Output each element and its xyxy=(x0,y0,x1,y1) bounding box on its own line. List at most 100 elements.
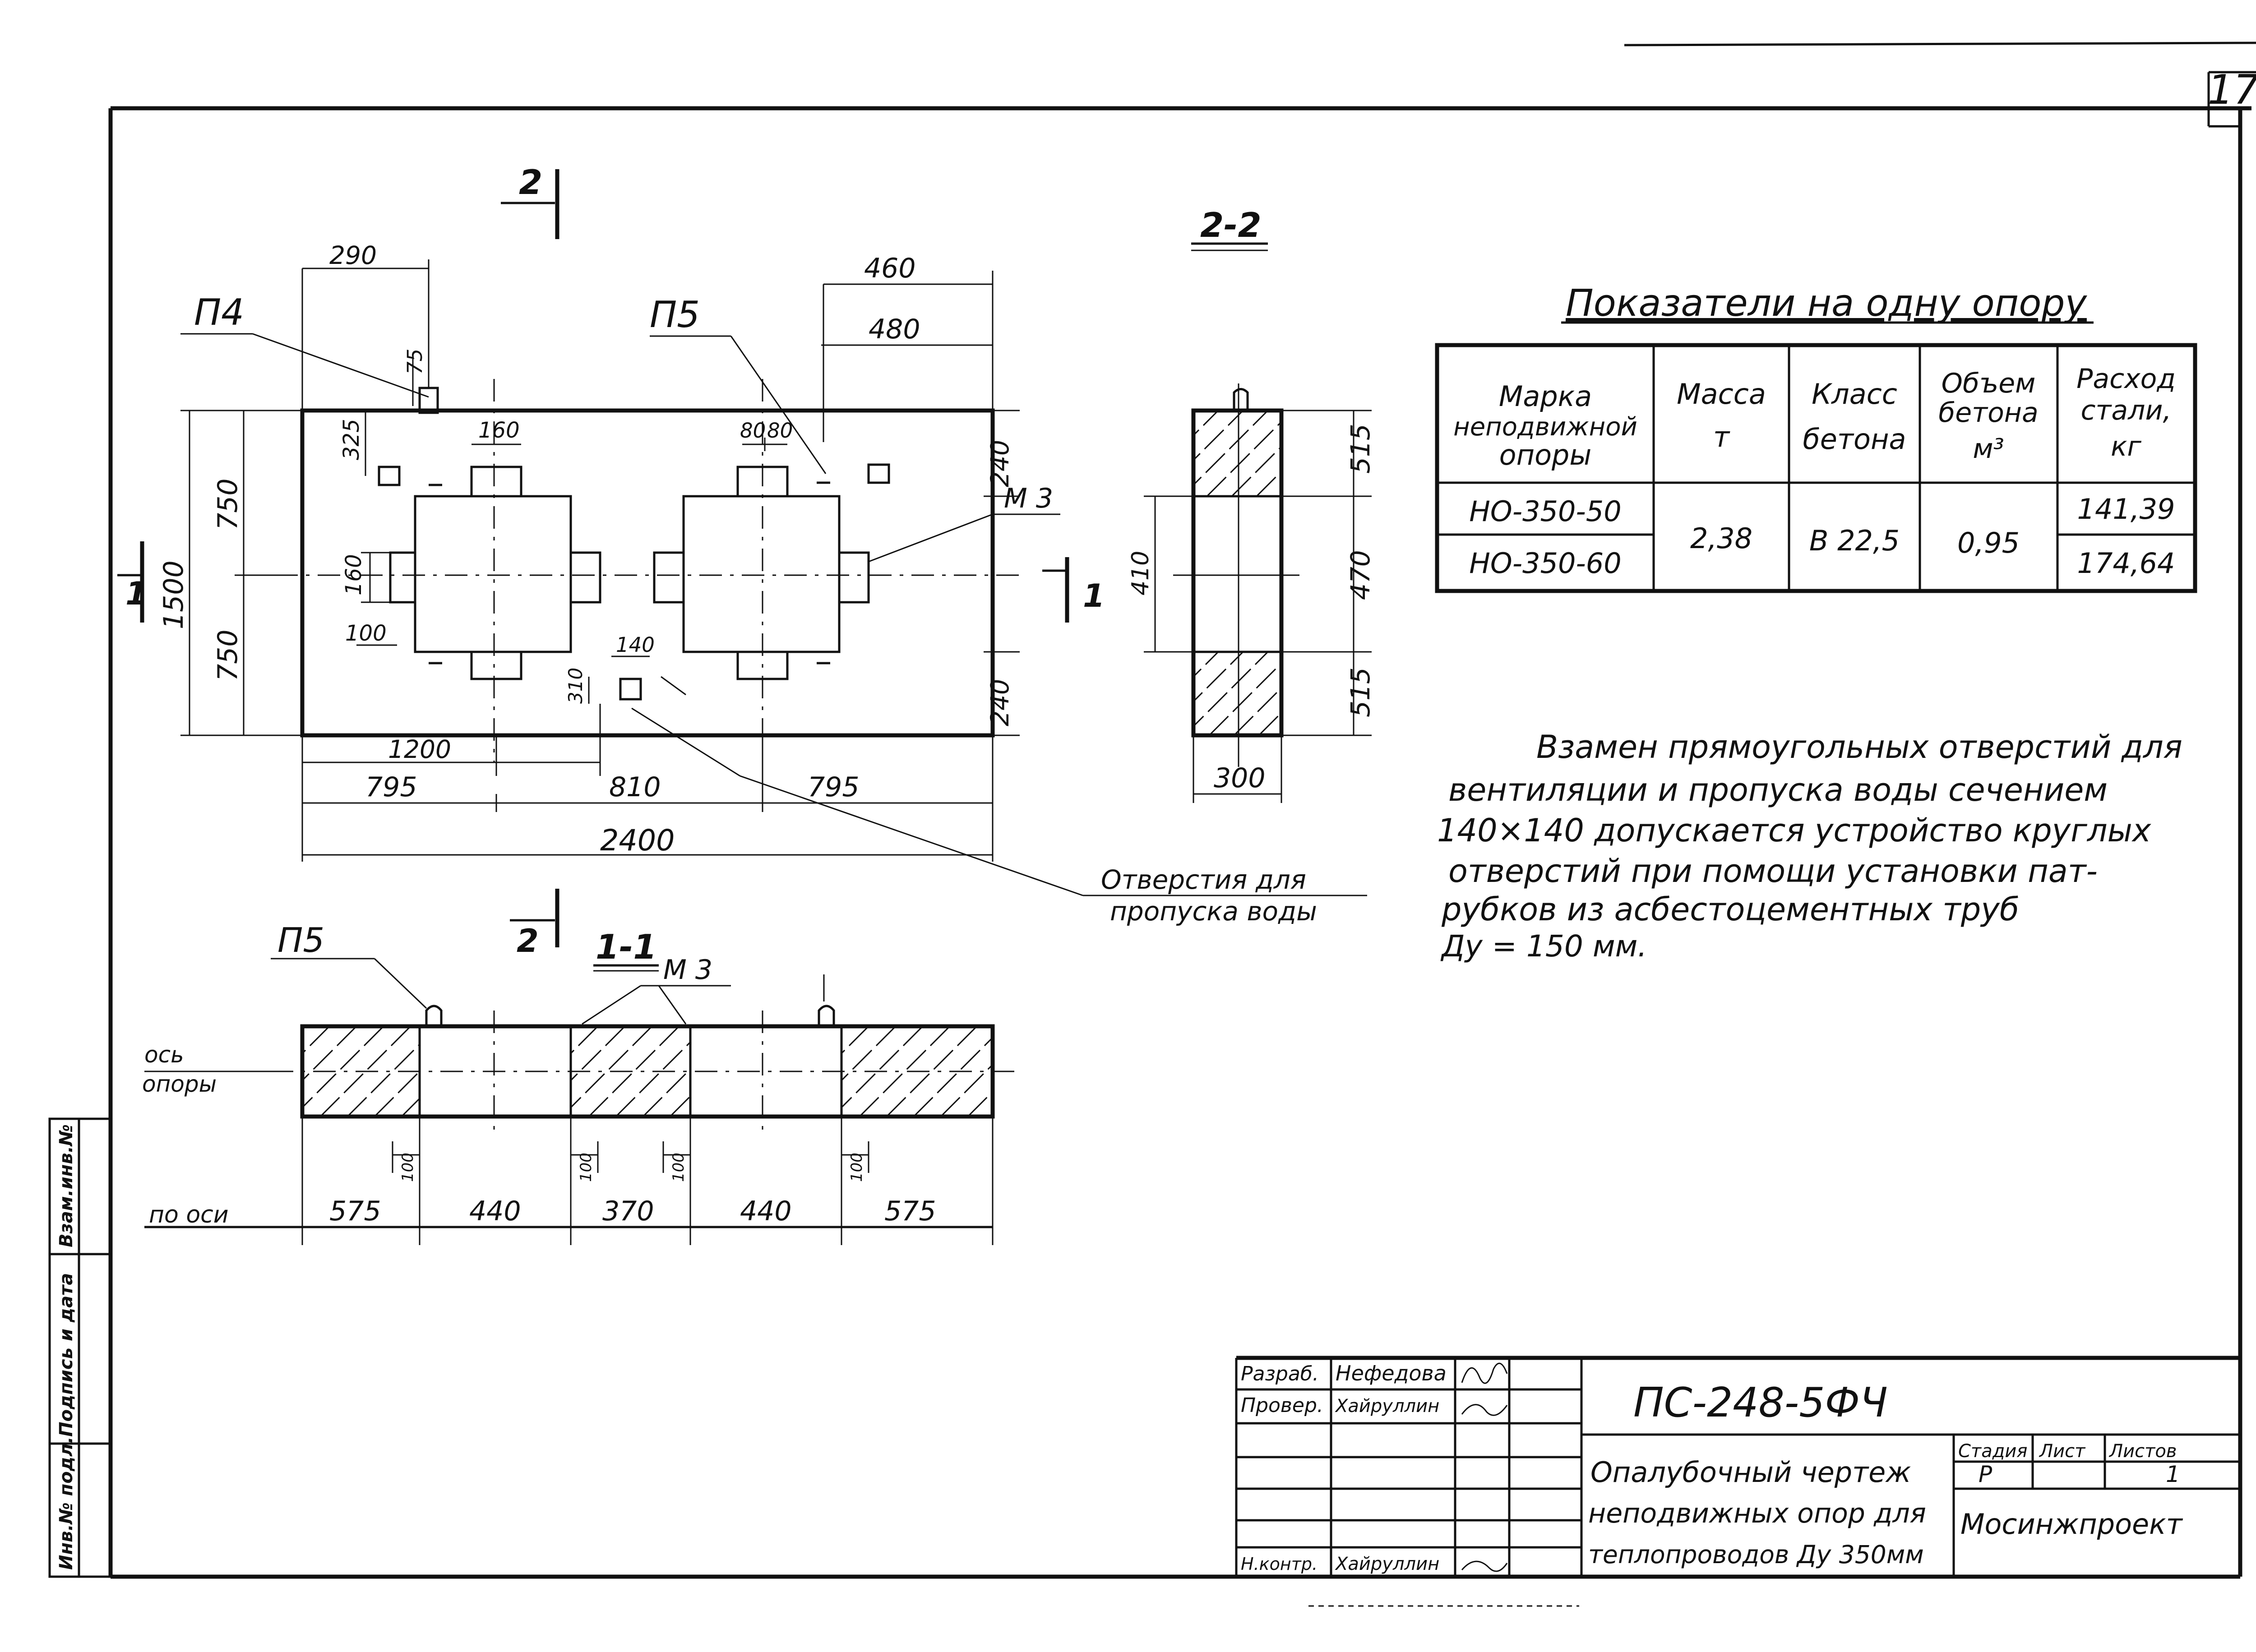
sheet-frame xyxy=(108,42,2256,1579)
header-volume-3: м³ xyxy=(1973,433,2004,465)
note-line-1: Взамен прямоугольных отверстий для xyxy=(1536,729,2182,766)
side-stamp xyxy=(48,1117,112,1578)
header-class-2: бетона xyxy=(1803,423,1906,456)
spec-table xyxy=(1435,343,2197,593)
dim-750-top: 750 xyxy=(212,478,244,530)
row1-mark: НО-350-50 xyxy=(1469,495,1621,528)
role-normcontrol: Н.контр. xyxy=(1241,1554,1318,1574)
dim-160-left: 160 xyxy=(341,554,366,595)
header-volume-1: Объем xyxy=(1942,368,2036,399)
stamp-sign-label: Подпись и дата xyxy=(56,1273,77,1437)
dim-100: 100 xyxy=(345,621,387,646)
dim-100-b: 100 xyxy=(577,1153,595,1182)
dim-480: 480 xyxy=(869,314,920,345)
section-1-1-hatch xyxy=(302,1026,993,1117)
section11-callout-m3: М 3 xyxy=(663,954,712,986)
dim-140: 140 xyxy=(616,633,655,657)
note-line-6: Ду = 150 мм. xyxy=(1440,929,1647,964)
header-mark-1: Марка xyxy=(1499,380,1592,413)
signatures xyxy=(1461,1362,1508,1572)
dim-460: 460 xyxy=(864,253,916,284)
description-line-2: неподвижных опор для xyxy=(1588,1498,1926,1529)
dim-300: 300 xyxy=(1214,762,1266,794)
header-steel-1: Расход xyxy=(2076,363,2176,395)
header-steel-3: кг xyxy=(2111,431,2141,462)
section-2-2-hatch xyxy=(1193,411,1281,735)
note-line-4: отверстий при помощи установки пат- xyxy=(1448,853,2098,890)
cell-class: В 22,5 xyxy=(1809,524,1900,557)
organization: Мосинжпроект xyxy=(1960,1508,2183,1541)
header-steel-2: стали, xyxy=(2080,395,2171,426)
dim-80-a: 80 xyxy=(740,419,766,443)
section-mark-2-bottom: 2 xyxy=(517,923,539,960)
dim-100-c: 100 xyxy=(670,1153,688,1182)
note-line-2: вентиляции и пропуска воды сечением xyxy=(1448,771,2108,808)
section-2-2-title: 2-2 xyxy=(1200,205,1262,245)
dim-410: 410 xyxy=(1127,551,1154,595)
section-1-1 xyxy=(144,958,1020,1245)
header-mass-2: т xyxy=(1713,420,1730,453)
stamp-replace-label: Взам.инв.№ xyxy=(56,1124,77,1247)
section-2-2 xyxy=(1144,242,1372,803)
role-checker: Провер. xyxy=(1241,1394,1323,1417)
title-block xyxy=(1235,1356,2240,1607)
section-mark-2-top: 2 xyxy=(519,162,542,202)
description-line-3: теплопроводов Ду 350мм xyxy=(1588,1540,1924,1569)
name-checker: Хайруллин xyxy=(1335,1396,1439,1417)
cell-mass: 2,38 xyxy=(1690,522,1752,555)
dim-290: 290 xyxy=(329,241,377,270)
row2-steel: 174,64 xyxy=(2077,547,2175,580)
title-code: ПС-248-5ФЧ xyxy=(1633,1379,1888,1426)
name-normcontrol: Хайруллин xyxy=(1335,1554,1439,1574)
callout-p4: П4 xyxy=(194,291,244,333)
callout-p5: П5 xyxy=(650,294,700,336)
name-developer: Нефедова xyxy=(1336,1361,1447,1385)
sheets-header: Листов xyxy=(2108,1441,2177,1462)
dim-325: 325 xyxy=(339,419,364,460)
dim-240-bottom: 240 xyxy=(985,679,1014,726)
dim-795-left: 795 xyxy=(365,771,417,803)
dim-100-d: 100 xyxy=(848,1153,866,1182)
header-volume-2: бетона xyxy=(1938,397,2039,429)
dim-75: 75 xyxy=(403,349,427,374)
row1-steel: 141,39 xyxy=(2077,493,2175,526)
header-mark-2: неподвижной xyxy=(1453,412,1637,442)
header-class-1: Класс xyxy=(1812,378,1897,411)
axis-label-line-1: ось xyxy=(144,1042,184,1068)
dim-2400: 2400 xyxy=(600,824,675,858)
header-mass-1: Масса xyxy=(1677,378,1766,411)
dim-515-bottom: 515 xyxy=(1345,667,1376,717)
note-line-5: рубков из асбестоцементных труб xyxy=(1441,891,2019,928)
dim-810: 810 xyxy=(609,771,661,803)
dim-515-top: 515 xyxy=(1345,424,1376,474)
cell-volume: 0,95 xyxy=(1957,526,2020,559)
section-mark-1-left: 1 xyxy=(125,575,148,612)
plan-view xyxy=(117,169,1367,947)
role-developer: Разраб. xyxy=(1241,1362,1319,1385)
row2-mark: НО-350-60 xyxy=(1469,547,1621,580)
dim-240-top: 240 xyxy=(985,440,1014,487)
callout-m3: М 3 xyxy=(1004,483,1053,514)
dim-440-right: 440 xyxy=(740,1195,792,1227)
dim-80-b: 80 xyxy=(767,419,793,443)
section-1-1-title: 1-1 xyxy=(596,927,657,967)
sheets-value: 1 xyxy=(2166,1461,2180,1487)
stage-value: Р xyxy=(1979,1461,1992,1487)
table-title: Показатели на одну опору xyxy=(1566,282,2087,325)
base-label: по оси xyxy=(149,1201,229,1228)
dim-100-a: 100 xyxy=(399,1153,417,1182)
axis-label-line-2: опоры xyxy=(142,1071,217,1097)
dim-470: 470 xyxy=(1345,550,1376,600)
note-line-3: 140×140 допускается устройство круглых xyxy=(1437,812,2151,849)
water-holes-label-2: пропуска воды xyxy=(1110,896,1317,927)
dim-440-left: 440 xyxy=(469,1195,521,1227)
description-line-1: Опалубочный чертеж xyxy=(1590,1456,1911,1489)
section-mark-1-right: 1 xyxy=(1083,577,1105,614)
dim-370: 370 xyxy=(602,1195,654,1227)
dim-575-left: 575 xyxy=(329,1195,381,1227)
stage-header: Стадия xyxy=(1958,1441,2027,1462)
dim-795-right: 795 xyxy=(808,771,860,803)
header-mark-3: опоры xyxy=(1499,438,1592,471)
dim-1200: 1200 xyxy=(388,735,451,764)
